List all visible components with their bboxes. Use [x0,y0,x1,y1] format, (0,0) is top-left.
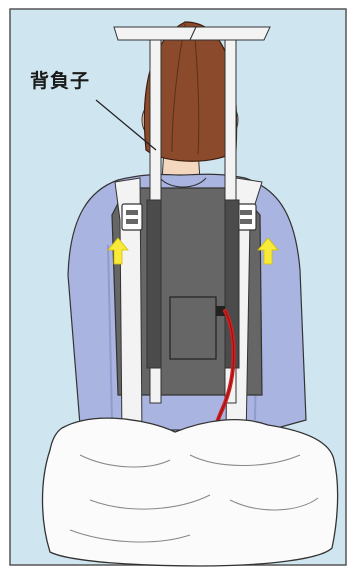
pocket [170,297,216,359]
top-bar-left [114,27,196,40]
carrier-label: 背負子 [30,66,90,93]
left-buckle [122,204,142,230]
left-rail [147,200,161,368]
top-bar-right [190,27,270,40]
blanket [43,418,338,566]
